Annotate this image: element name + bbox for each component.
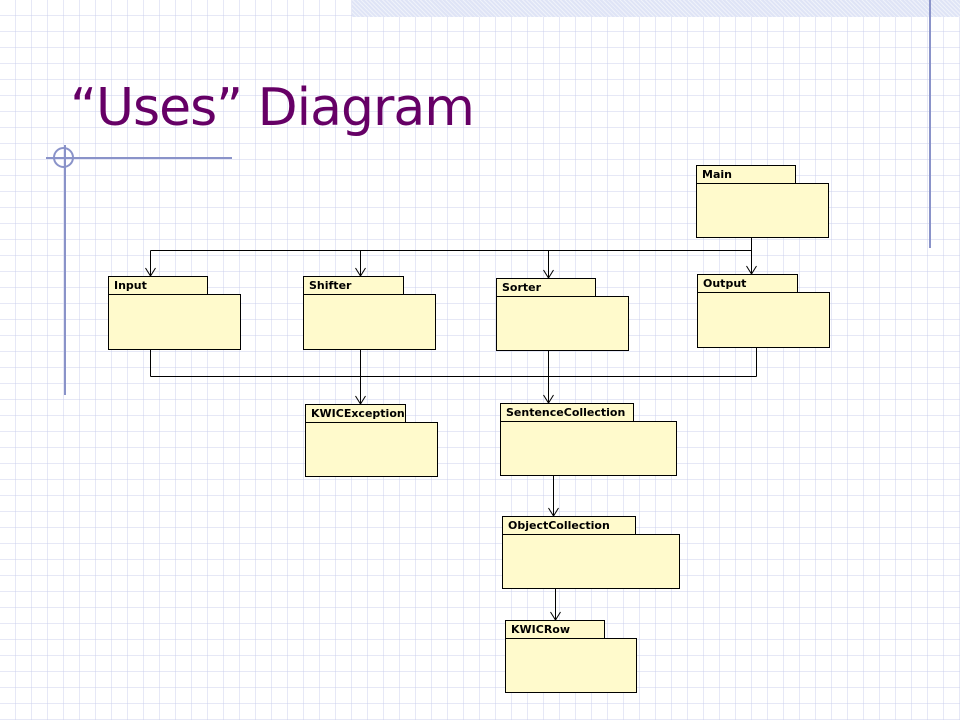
package-main-body bbox=[696, 183, 829, 238]
package-sentencecollection: SentenceCollection bbox=[500, 403, 677, 476]
package-sentencecollection-label: SentenceCollection bbox=[500, 403, 634, 422]
package-kwicrow: KWICRow bbox=[505, 620, 637, 693]
title-underline-rule bbox=[46, 157, 232, 159]
package-kwicexception-label: KWICException bbox=[305, 404, 406, 423]
package-shifter: Shifter bbox=[303, 276, 436, 350]
package-shifter-label: Shifter bbox=[303, 276, 404, 295]
package-kwicexception-body bbox=[305, 422, 438, 477]
slide-title: “Uses” Diagram bbox=[70, 78, 475, 138]
package-objectcollection-label: ObjectCollection bbox=[502, 516, 636, 535]
package-objectcollection-body bbox=[502, 534, 680, 589]
top-decorative-band bbox=[352, 0, 960, 17]
right-vertical-rule bbox=[929, 0, 931, 248]
package-input-label: Input bbox=[108, 276, 208, 295]
package-main: Main bbox=[696, 165, 829, 238]
package-output-body bbox=[697, 292, 830, 348]
package-main-label: Main bbox=[696, 165, 796, 184]
package-objectcollection: ObjectCollection bbox=[502, 516, 680, 589]
package-shifter-body bbox=[303, 294, 436, 350]
package-input: Input bbox=[108, 276, 241, 350]
rule-circle-ornament bbox=[53, 147, 74, 168]
left-vertical-rule bbox=[64, 145, 66, 395]
package-sorter-label: Sorter bbox=[496, 278, 596, 297]
package-input-body bbox=[108, 294, 241, 350]
package-sorter: Sorter bbox=[496, 278, 629, 351]
package-kwicrow-label: KWICRow bbox=[505, 620, 605, 639]
package-kwicexception: KWICException bbox=[305, 404, 438, 477]
package-sentencecollection-body bbox=[500, 421, 677, 476]
package-output: Output bbox=[697, 274, 830, 348]
package-output-label: Output bbox=[697, 274, 798, 293]
package-sorter-body bbox=[496, 296, 629, 351]
package-kwicrow-body bbox=[505, 638, 637, 693]
